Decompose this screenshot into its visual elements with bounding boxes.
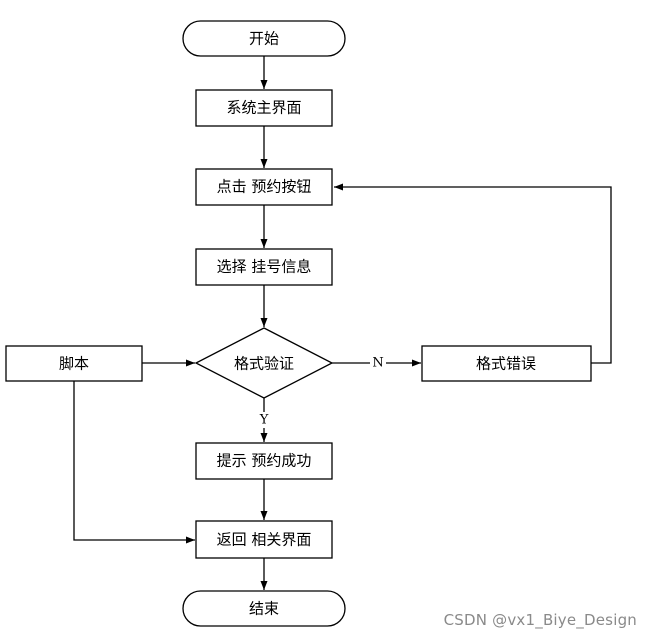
node-validate-label: 格式验证 — [234, 355, 294, 373]
edge-error-loop — [334, 183, 612, 364]
node-click-book-label: 点击 预约按钮 — [217, 178, 312, 196]
node-select-info — [195, 248, 333, 286]
edge-label-no: N — [372, 356, 383, 371]
watermark: CSDN @vx1_Biye_Design — [443, 611, 637, 629]
node-start-label: 开始 — [249, 30, 279, 48]
node-end-label: 结束 — [249, 600, 279, 618]
node-start — [182, 20, 346, 57]
node-script-label: 脚本 — [59, 355, 89, 373]
node-script — [5, 345, 143, 382]
node-format-error-label: 格式错误 — [476, 355, 536, 373]
node-success-label: 提示 预约成功 — [217, 452, 312, 470]
node-format-error — [421, 345, 592, 382]
node-main-ui — [195, 89, 333, 127]
edge-label-yes: Y — [259, 413, 269, 428]
node-end — [182, 590, 346, 627]
edge-script-return — [73, 381, 195, 544]
node-validate — [194, 327, 334, 399]
node-select-info-label: 选择 挂号信息 — [217, 258, 312, 276]
node-main-ui-label: 系统主界面 — [226, 99, 301, 117]
node-return-ui-label: 返回 相关界面 — [217, 531, 312, 549]
node-success — [195, 442, 333, 480]
node-click-book — [195, 168, 333, 206]
node-return-ui — [195, 520, 333, 559]
